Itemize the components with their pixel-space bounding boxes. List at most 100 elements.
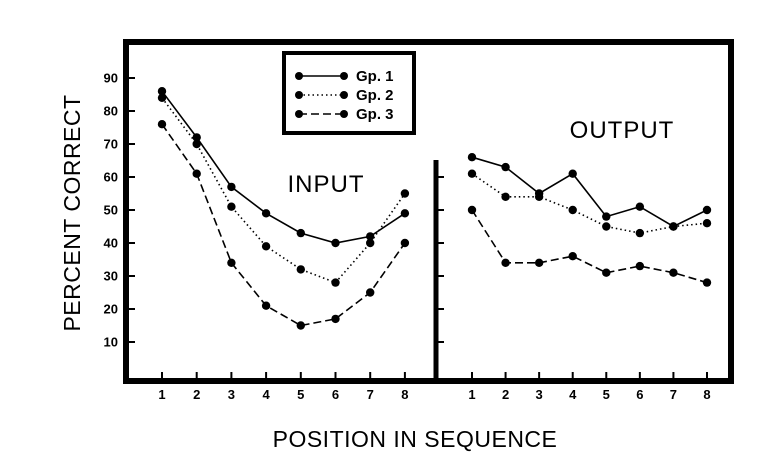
x-tick-label-p2-2: 2 (502, 387, 509, 402)
x-tick-label-p2-7: 7 (670, 387, 677, 402)
legend-label-gp2: Gp. 2 (356, 87, 394, 104)
point-input-gp1-x4 (261, 209, 271, 218)
x-tick-label-p1-8: 8 (401, 387, 408, 402)
point-input-gp3-x4 (261, 301, 271, 310)
point-output-gp1-x8 (702, 205, 712, 215)
point-output-gp3-x3 (534, 258, 544, 267)
point-input-gp2-x8 (400, 189, 410, 198)
point-output-gp2-x2 (501, 192, 510, 201)
x-tick-label-p2-1: 1 (468, 387, 475, 402)
series-line-output-gp1 (471, 156, 708, 228)
point-input-gp1-x7 (366, 232, 375, 241)
point-output-gp3-x6 (635, 261, 645, 271)
point-output-gp3-x1 (467, 205, 477, 215)
point-input-gp3-x6 (331, 314, 340, 324)
x-axis-title: POSITION IN SEQUENCE (273, 426, 558, 452)
legend-marker-gp2-left (295, 91, 303, 99)
series-line-output-gp2 (471, 173, 708, 234)
point-output-gp3-x7 (669, 268, 678, 277)
x-tick-label-p2-5: 5 (603, 387, 610, 402)
point-output-gp3-x4 (568, 252, 577, 261)
legend-marker-gp1-right (340, 72, 348, 80)
y-tick-label-70: 70 (104, 137, 118, 152)
y-tick-label-60: 60 (104, 170, 118, 185)
point-output-gp1-x5 (602, 212, 611, 221)
x-tick-label-p1-4: 4 (262, 387, 270, 402)
point-output-gp3-x2 (501, 258, 510, 267)
x-axis-ticks: 1 2 3 4 5 6 7 8 1 2 3 4 5 6 7 8 (158, 372, 711, 402)
legend-label-gp3: Gp. 3 (356, 106, 394, 123)
x-tick-label-p1-5: 5 (297, 387, 304, 402)
point-input-gp2-x7 (366, 238, 375, 248)
legend-marker-gp2-right (340, 91, 348, 99)
point-output-gp1-x2 (501, 162, 510, 172)
x-tick-label-p1-6: 6 (332, 387, 339, 402)
legend-box (282, 51, 416, 135)
y-tick-label-80: 80 (104, 104, 118, 119)
x-tick-label-p2-4: 4 (569, 387, 577, 402)
point-output-gp1-x4 (568, 169, 577, 178)
point-input-gp1-x1 (157, 87, 167, 96)
point-input-gp3-x2 (192, 169, 201, 178)
point-input-gp1-x2 (192, 133, 201, 142)
point-output-gp2-x4 (568, 205, 577, 215)
y-tick-label-10: 10 (104, 335, 118, 350)
point-input-gp1-x5 (296, 228, 305, 238)
series-line-input-gp2 (161, 97, 406, 284)
point-output-gp1-x1 (467, 153, 477, 162)
y-axis-ticks: 10 20 30 40 50 60 70 80 90 (104, 71, 444, 350)
legend-marker-gp3-left (295, 110, 303, 118)
point-input-gp2-x3 (227, 202, 236, 211)
legend: Gp. 1 Gp. 2 Gp. 3 (282, 51, 416, 135)
y-tick-label-90: 90 (104, 71, 118, 86)
point-output-gp3-x5 (602, 268, 611, 277)
legend-marker-gp1-left (295, 72, 303, 80)
x-tick-label-p1-1: 1 (158, 387, 165, 402)
point-output-gp2-x1 (467, 169, 477, 178)
panel-label-input: INPUT (288, 171, 365, 198)
series-layer (157, 87, 712, 330)
x-tick-label-p1-2: 2 (193, 387, 200, 402)
point-input-gp2-x2 (192, 139, 201, 149)
legend-label-gp1: Gp. 1 (356, 68, 394, 85)
x-tick-label-p2-8: 8 (703, 387, 710, 402)
point-output-gp1-x6 (635, 202, 645, 211)
point-output-gp3-x8 (702, 278, 712, 287)
point-input-gp3-x5 (296, 321, 305, 330)
point-input-gp2-x5 (296, 265, 305, 274)
y-tick-label-40: 40 (104, 236, 118, 251)
y-tick-label-20: 20 (104, 302, 118, 317)
x-tick-label-p1-3: 3 (228, 387, 235, 402)
point-output-gp2-x5 (602, 222, 611, 231)
legend-entry-gp2: Gp. 2 (295, 87, 394, 104)
point-output-gp2-x7 (669, 222, 678, 231)
series-line-input-gp1 (161, 90, 406, 244)
point-output-gp2-x6 (635, 228, 645, 238)
x-tick-label-p2-3: 3 (536, 387, 543, 402)
point-input-gp1-x3 (227, 182, 236, 192)
legend-entry-gp1: Gp. 1 (295, 68, 394, 85)
point-input-gp3-x3 (227, 258, 236, 267)
point-input-gp1-x8 (400, 209, 410, 218)
series-line-input-gp3 (161, 123, 406, 327)
point-input-gp3-x7 (366, 288, 375, 297)
y-axis-title: PERCENT CORRECT (59, 94, 85, 331)
legend-marker-gp3-right (340, 110, 348, 118)
point-input-gp3-x1 (157, 120, 167, 129)
plot-frame (123, 39, 734, 384)
point-output-gp2-x8 (702, 219, 712, 228)
y-tick-label-30: 30 (104, 269, 118, 284)
point-input-gp3-x8 (400, 238, 410, 248)
x-tick-label-p1-7: 7 (367, 387, 374, 402)
point-input-gp2-x1 (157, 93, 167, 103)
point-output-gp2-x3 (534, 192, 544, 201)
point-input-gp1-x6 (331, 238, 340, 248)
panel-label-output: OUTPUT (570, 117, 675, 144)
point-input-gp2-x4 (261, 242, 271, 251)
point-input-gp2-x6 (331, 278, 340, 287)
x-tick-label-p2-6: 6 (636, 387, 643, 402)
y-tick-label-50: 50 (104, 203, 118, 218)
series-line-output-gp3 (471, 209, 708, 284)
legend-entry-gp3: Gp. 3 (295, 106, 394, 123)
